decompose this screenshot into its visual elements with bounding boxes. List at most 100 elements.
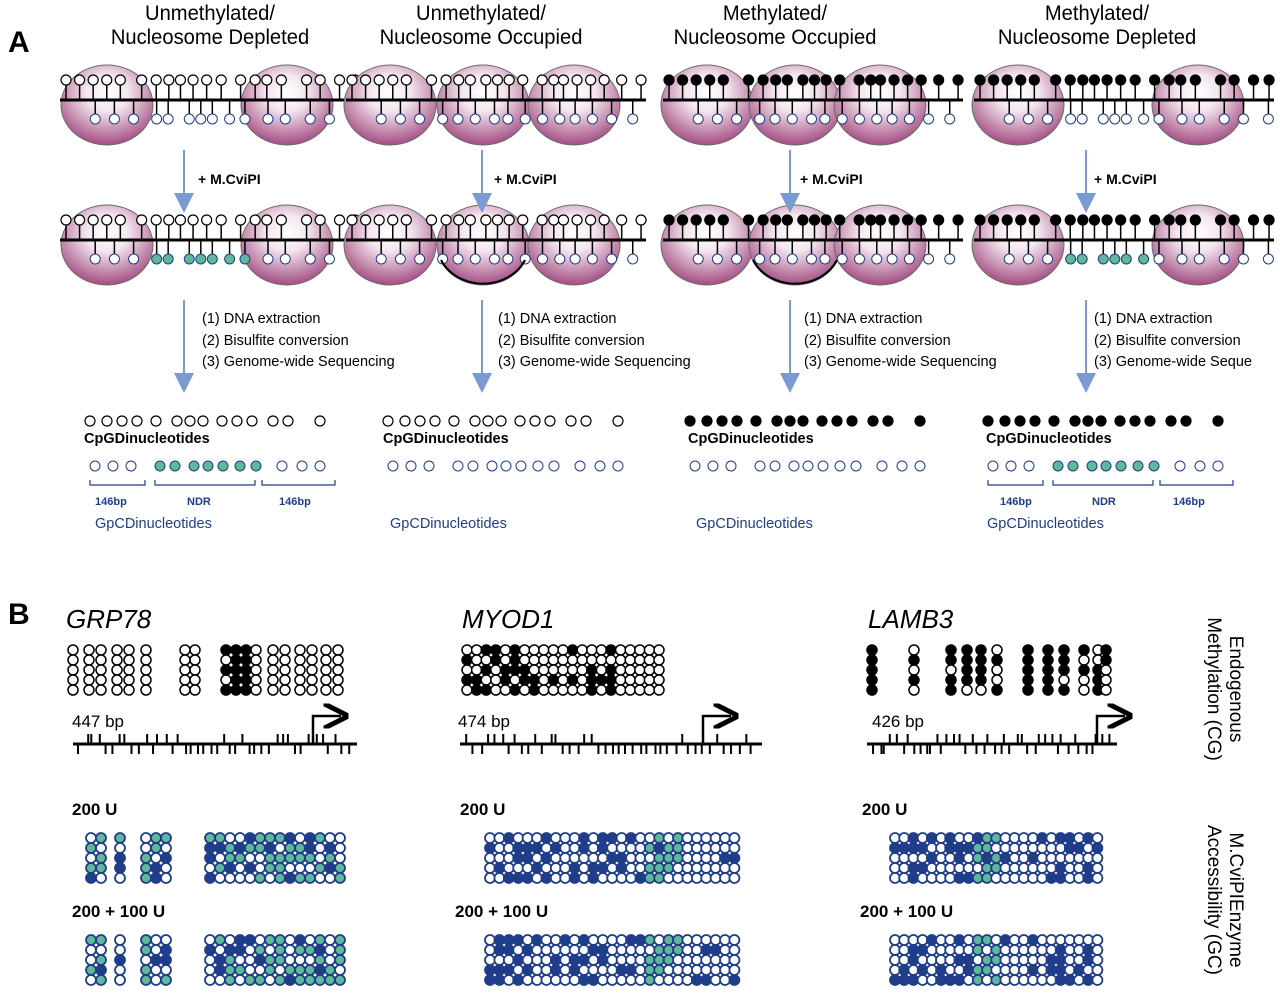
gpc-accessibility-site xyxy=(568,872,581,884)
gpc-accessibility-site xyxy=(314,964,326,976)
cpg-site xyxy=(717,214,729,226)
myod1-methylation-grid xyxy=(461,644,665,696)
methylation-site xyxy=(111,664,123,676)
methylation-site xyxy=(240,664,252,676)
gpc-accessibility-site xyxy=(568,852,581,864)
result-gpc-dot xyxy=(532,460,544,472)
cpg-site xyxy=(1263,74,1275,86)
col3-title: Methylated/ Nucleosome Occupied xyxy=(645,2,904,50)
gpc-accessibility-site xyxy=(95,872,107,884)
gpc-accessibility-site xyxy=(244,954,256,966)
cpg-site xyxy=(491,214,504,226)
gpc-accessibility-site xyxy=(719,842,731,854)
methylation-site xyxy=(614,654,627,666)
gpc-accessibility-site xyxy=(95,862,107,874)
gpc-site xyxy=(586,113,598,125)
gpc-site xyxy=(279,253,291,265)
gpc-accessibility-site xyxy=(314,842,326,854)
methylation-site xyxy=(306,644,318,656)
gpc-accessibility-site xyxy=(578,964,590,976)
gpc-accessibility-site xyxy=(264,852,276,864)
methylation-site xyxy=(528,664,540,676)
gpc-site xyxy=(108,113,120,125)
gpc-accessibility-site xyxy=(662,964,675,976)
methylation-site xyxy=(643,674,656,686)
cpg-site xyxy=(571,214,583,226)
gpc-accessibility-site xyxy=(521,944,534,956)
gpc-site xyxy=(162,253,174,265)
col3-stage2-nucleosome-row xyxy=(660,204,964,286)
cpg-site xyxy=(987,74,1000,86)
result-cpg-dot xyxy=(267,415,279,427)
result-gpc-dot xyxy=(1148,460,1160,472)
methylation-site xyxy=(908,674,920,686)
gpc-accessibility-site xyxy=(662,872,675,884)
gpc-site xyxy=(469,253,481,265)
methylation-site xyxy=(614,664,627,676)
cpg-site xyxy=(1175,214,1187,226)
gpc-accessibility-site xyxy=(150,832,162,844)
gpc-accessibility-site xyxy=(531,974,543,986)
col2-step2: (2) Bisulfite conversion xyxy=(498,332,645,349)
cpg-site xyxy=(503,74,515,86)
cpg-site xyxy=(400,74,412,86)
methylation-site xyxy=(1100,684,1112,696)
gpc-accessibility-site xyxy=(1091,954,1104,966)
gpc-accessibility-site xyxy=(709,934,722,946)
gpc-accessibility-site xyxy=(244,872,256,884)
gpc-accessibility-site xyxy=(719,944,731,956)
methylation-site xyxy=(140,654,152,666)
gpc-accessibility-site xyxy=(150,842,162,854)
result-cpg-dot xyxy=(482,415,494,427)
methylation-site xyxy=(605,644,617,656)
col1-title-line2: Nucleosome Depleted xyxy=(110,26,310,49)
cpg-site xyxy=(440,74,452,86)
result-cpg-dot xyxy=(846,415,858,427)
result-gpc-dot xyxy=(1005,460,1017,472)
gpc-site xyxy=(89,253,101,265)
cpg-site xyxy=(1077,214,1089,226)
cpg-site xyxy=(163,74,175,86)
cpg-site xyxy=(853,74,865,86)
result-gpc-dot xyxy=(452,460,464,472)
lamb3-accessibility-grid-1 xyxy=(889,832,1104,884)
cpg-site xyxy=(114,74,126,86)
cpg-site xyxy=(1214,74,1227,86)
gpc-accessibility-site xyxy=(643,872,656,884)
gpc-accessibility-site xyxy=(568,954,581,966)
result-gpc-dot xyxy=(169,460,181,472)
gpc-accessibility-site xyxy=(568,934,581,946)
col1-cpg-label: CpGDinucleotides xyxy=(84,431,210,447)
cpg-site xyxy=(1050,74,1062,86)
gpc-site xyxy=(754,253,766,265)
cpg-site xyxy=(704,214,716,226)
gpc-accessibility-site xyxy=(304,842,316,854)
cpg-site xyxy=(464,74,476,86)
gpc-accessibility-site xyxy=(160,862,172,874)
gpc-accessibility-site xyxy=(284,842,296,854)
methylation-site xyxy=(279,644,291,656)
gpc-accessibility-site xyxy=(643,842,656,854)
gpc-accessibility-site xyxy=(214,964,226,976)
gpc-accessibility-site xyxy=(578,832,590,844)
gpc-accessibility-site xyxy=(264,974,276,986)
gpc-site xyxy=(944,253,956,265)
gpc-accessibility-site xyxy=(284,944,296,956)
gpc-accessibility-site xyxy=(625,832,637,844)
methylation-site xyxy=(643,654,656,666)
tss-arrow xyxy=(311,716,341,744)
gpc-accessibility-site xyxy=(274,842,286,854)
methylation-site xyxy=(111,674,123,686)
gpc-accessibility-site xyxy=(304,832,316,844)
gpc-accessibility-site xyxy=(672,974,684,986)
gpc-accessibility-site xyxy=(284,832,296,844)
cpg-site xyxy=(333,214,346,226)
cpg-site xyxy=(635,214,647,226)
gpc-accessibility-site xyxy=(254,872,266,884)
cpg-site xyxy=(1101,74,1113,86)
gpc-accessibility-site xyxy=(334,944,346,956)
methylation-site xyxy=(509,664,521,676)
methylation-site xyxy=(576,674,588,686)
gpc-accessibility-site xyxy=(502,934,515,946)
gpc-accessibility-site xyxy=(709,842,722,854)
